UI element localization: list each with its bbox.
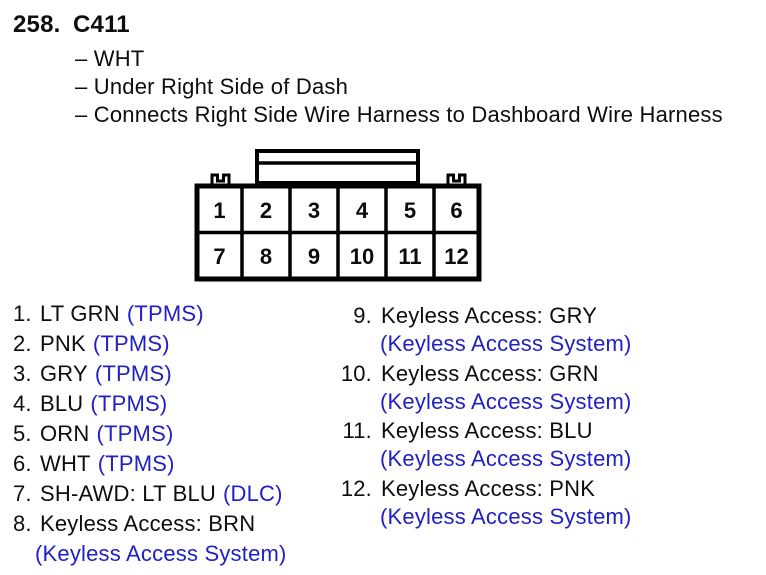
pin-number: 11. [342,418,372,443]
pin-list-item: 5. ORN(TPMS) [13,419,333,449]
pin-list-item: 6. WHT(TPMS) [13,449,333,479]
detail-line-function: – Connects Right Side Wire Harness to Da… [75,102,723,127]
pin-cell-number: 6 [450,198,462,223]
pin-number: 12. [340,475,372,501]
pin-list-item: 7. SH-AWD: LT BLU(DLC) [13,479,333,509]
detail-line-location: – Under Right Side of Dash [75,74,349,99]
pin-label: Keyless Access: GRY (Keyless Access Syste… [380,302,632,358]
pin-list-item: 12. Keyless Access: PNK(Keyless Access S… [338,475,668,531]
pin-system-ref: (TPMS) [92,331,170,356]
pin-number: 7. [13,481,32,506]
pin-wire-color: Keyless Access: GRN [381,360,599,386]
pin-label: GRY(TPMS) [40,359,172,389]
pin-cell-number: 12 [444,244,468,269]
pin-cell-number: 7 [213,244,225,269]
connector-header: 258. C411 [13,11,130,39]
pin-wire-color: Keyless Access: GRY [381,303,598,328]
pin-number: 5. [13,421,32,446]
pin-cell-number: 8 [260,244,272,269]
connector-details: – WHT – Under Right Side of Dash – Conne… [75,45,723,129]
pin-label: PNK(TPMS) [40,329,170,359]
pin-list-item: 1. LT GRN(TPMS) [13,299,333,329]
pin-system-ref: (TPMS) [94,361,172,386]
pin-wire-color: ORN [40,421,90,446]
pin-cell-number: 1 [213,198,225,223]
pin-cell-number: 4 [356,198,369,223]
pin-system-ref: (Keyless Access System) [35,541,287,566]
pin-list-right: 9. Keyless Access: GRY (Keyless Access Sy… [338,302,668,532]
pin-system-ref: (TPMS) [126,301,204,326]
pin-label: Keyless Access: BLU (Keyless Access Syste… [380,417,632,473]
pin-number: 2. [13,331,32,356]
pin-list-item: 11. Keyless Access: BLU (Keyless Access S… [338,417,668,473]
pin-wire-color: LT GRN [40,301,120,326]
pin-system-ref: (Keyless Access System) [380,446,632,471]
pin-label: Keyless Access: BRN (Keyless Access Syste… [35,509,287,569]
pin-cell-number: 11 [398,244,421,269]
pin-wire-color: WHT [40,451,91,476]
pin-wire-color: SH-AWD: LT BLU [40,481,216,506]
pin-cell-number: 10 [350,244,374,269]
pin-number: 4. [13,391,32,416]
pin-list-item: 3. GRY(TPMS) [13,359,333,389]
connector-mount-tab-left [210,173,231,186]
pin-list-item: 4. BLU(TPMS) [13,389,333,419]
pin-list-item: 2. PNK(TPMS) [13,329,333,359]
detail-line-color: – WHT [75,46,145,71]
pin-list-item: 10. Keyless Access: GRN(Keyless Access S… [338,360,668,416]
connector-pinout-diagram: 1 2 3 4 5 6 7 8 9 10 11 12 [194,149,482,282]
pin-cell-number: 9 [308,244,320,269]
connector-latch [255,149,420,185]
pin-system-ref: (Keyless Access System) [380,388,632,414]
pin-cell-number: 2 [260,198,272,223]
pin-number: 9. [353,303,372,328]
pin-list-left: 1. LT GRN(TPMS) 2. PNK(TPMS) 3. GRY(TPMS… [13,299,333,569]
pin-system-ref: (TPMS) [90,391,168,416]
connector-index: 258. [13,11,61,38]
connector-mount-tab-right [446,173,467,186]
pin-cell-number: 5 [404,198,416,223]
pin-number: 3. [13,361,32,386]
pin-label: WHT(TPMS) [40,449,175,479]
pin-cell-number: 3 [308,198,320,223]
pin-label: Keyless Access: GRN(Keyless Access Syste… [380,360,632,416]
pin-wire-color: Keyless Access: BRN [40,511,256,536]
connector-id: C411 [73,11,130,38]
pin-wire-color: Keyless Access: PNK [381,475,596,501]
pin-system-ref: (Keyless Access System) [380,331,632,356]
pin-number: 10. [340,360,372,386]
pin-label: LT GRN(TPMS) [40,299,204,329]
pin-system-ref: (TPMS) [96,421,174,446]
pin-list-item: 8. Keyless Access: BRN (Keyless Access Sy… [13,509,333,569]
pin-list-item: 9. Keyless Access: GRY (Keyless Access Sy… [338,302,668,358]
pin-number: 8. [13,511,32,536]
pin-number: 1. [13,301,32,326]
pin-wire-color: Keyless Access: BLU [381,418,593,443]
pin-label: BLU(TPMS) [40,389,167,419]
pin-system-ref: (Keyless Access System) [380,503,632,529]
pin-number: 6. [13,451,32,476]
pin-system-ref: (TPMS) [97,451,175,476]
pin-wire-color: BLU [40,391,84,416]
pin-wire-color: GRY [40,361,88,386]
pin-label: Keyless Access: PNK(Keyless Access Syste… [380,475,632,531]
pin-label: SH-AWD: LT BLU(DLC) [40,479,283,509]
pin-system-ref: (DLC) [222,481,283,506]
pin-wire-color: PNK [40,331,86,356]
pin-label: ORN(TPMS) [40,419,173,449]
